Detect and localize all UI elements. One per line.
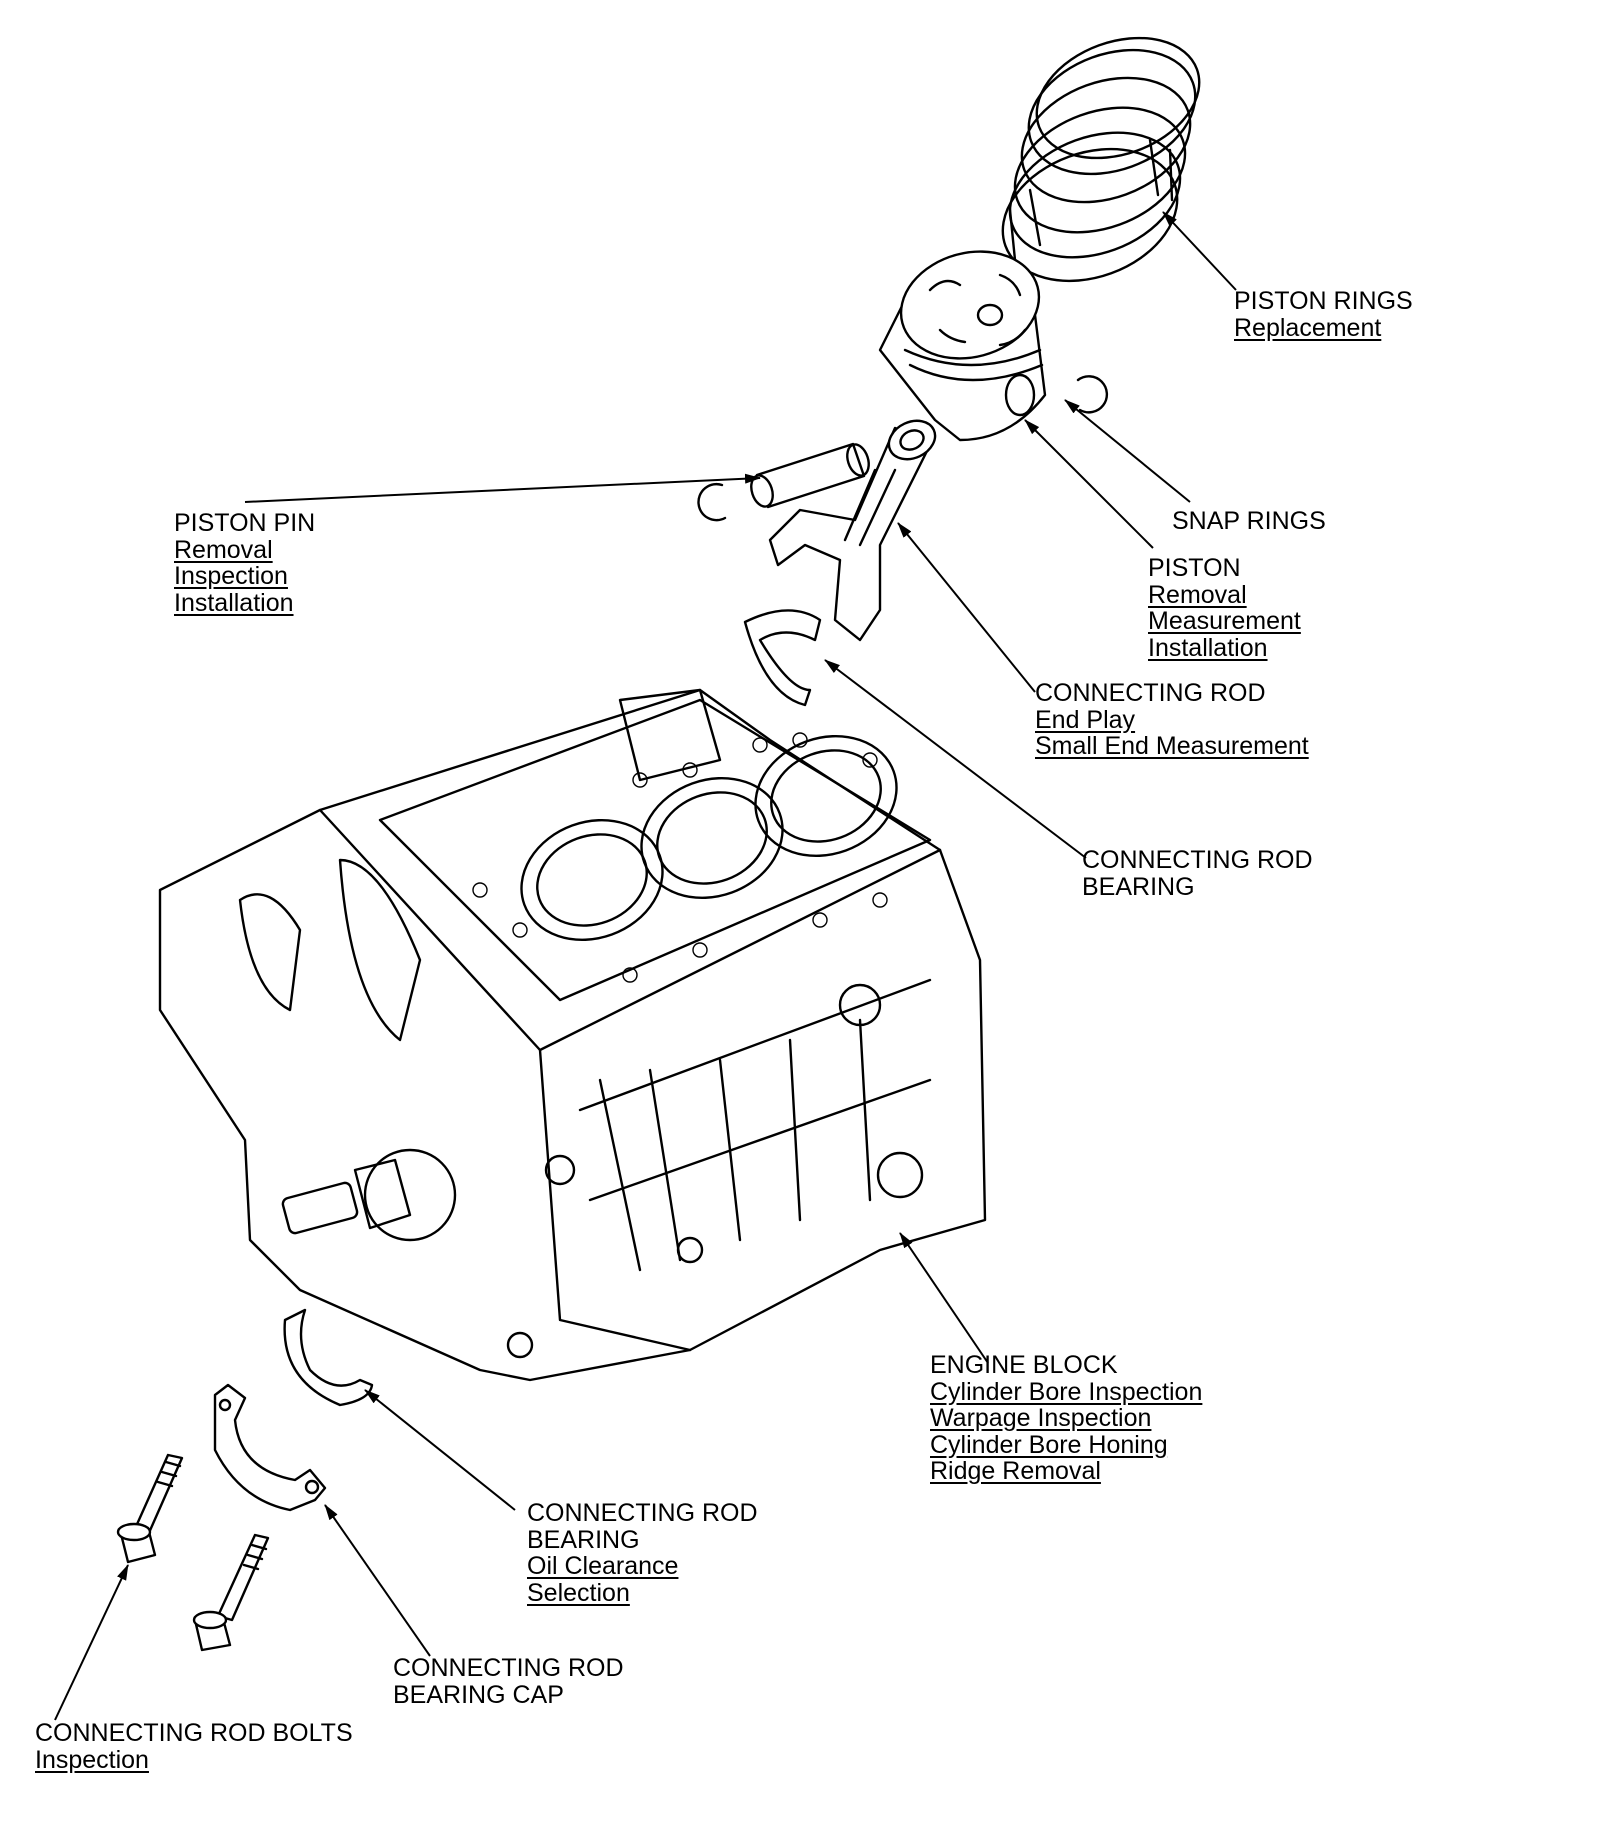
engine-block-warpage-link[interactable]: Warpage Inspection — [930, 1404, 1152, 1432]
engine-block-ridge-removal-link[interactable]: Ridge Removal — [930, 1457, 1101, 1485]
piston-pin-title: PISTON PIN — [174, 509, 316, 537]
connecting-rod-title: CONNECTING ROD — [1035, 679, 1266, 707]
callout-connecting-rod: CONNECTING ROD End Play Small End Measur… — [1035, 680, 1309, 760]
connecting-rod-bearing-cap-illustration — [213, 1383, 327, 1512]
lower-bearing-title-line-2: BEARING — [527, 1525, 640, 1554]
piston-pin-installation-link[interactable]: Installation — [174, 588, 294, 617]
callout-piston: PISTON Removal Measurement Installation — [1148, 555, 1301, 661]
connecting-rod-small-end-link[interactable]: Small End Measurement — [1035, 732, 1309, 760]
piston-rings-illustration — [1001, 36, 1201, 283]
engine-block-honing-link[interactable]: Cylinder Bore Honing — [930, 1430, 1168, 1459]
connecting-rod-bearing-lower-illustration — [283, 1308, 374, 1407]
callout-snap-rings: SNAP RINGS — [1172, 508, 1326, 535]
connecting-rod-bearing-upper-illustration — [743, 609, 822, 707]
piston-rings-title: PISTON RINGS — [1234, 287, 1413, 315]
callout-piston-rings: PISTON RINGS Replacement — [1234, 288, 1413, 341]
leader-lines — [54, 211, 1237, 1721]
piston-pin-illustration — [750, 442, 870, 509]
lower-bearing-oil-clearance-link[interactable]: Oil Clearance — [527, 1552, 679, 1580]
connecting-rod-illustration — [768, 419, 937, 642]
piston-removal-link[interactable]: Removal — [1148, 580, 1247, 609]
piston-illustration — [878, 250, 1047, 442]
connecting-rod-bolt-right-illustration — [192, 1533, 270, 1652]
piston-title: PISTON — [1148, 554, 1241, 582]
bolts-title: CONNECTING ROD BOLTS — [35, 1719, 353, 1747]
callout-piston-pin: PISTON PIN Removal Inspection Installati… — [174, 510, 315, 616]
lower-bearing-selection-link[interactable]: Selection — [527, 1578, 630, 1607]
upper-bearing-title-line-1: CONNECTING ROD — [1082, 846, 1313, 874]
piston-pin-removal-link[interactable]: Removal — [174, 535, 273, 564]
piston-installation-link[interactable]: Installation — [1148, 633, 1268, 662]
callout-connecting-rod-bearing-upper: CONNECTING ROD BEARING — [1082, 847, 1313, 900]
bearing-cap-title-line-2: BEARING CAP — [393, 1680, 564, 1709]
callout-engine-block: ENGINE BLOCK Cylinder Bore Inspection Wa… — [930, 1352, 1202, 1485]
snap-ring-left-illustration — [697, 482, 727, 522]
connecting-rod-bolt-left-illustration — [116, 1453, 184, 1564]
bolts-inspection-link[interactable]: Inspection — [35, 1745, 149, 1774]
engine-block-bore-inspection-link[interactable]: Cylinder Bore Inspection — [930, 1377, 1203, 1406]
callout-connecting-rod-bearing-lower: CONNECTING ROD BEARING Oil Clearance Sel… — [527, 1500, 758, 1606]
lower-bearing-title-line-1: CONNECTING ROD — [527, 1499, 758, 1527]
piston-pin-inspection-link[interactable]: Inspection — [174, 562, 288, 590]
engine-block-illustration — [158, 688, 987, 1382]
callout-connecting-rod-bearing-cap: CONNECTING ROD BEARING CAP — [393, 1655, 624, 1708]
snap-rings-title: SNAP RINGS — [1172, 507, 1326, 535]
piston-rings-replacement-link[interactable]: Replacement — [1234, 313, 1382, 342]
snap-ring-right-illustration — [1076, 375, 1109, 414]
callout-connecting-rod-bolts: CONNECTING ROD BOLTS Inspection — [35, 1720, 353, 1773]
upper-bearing-title-line-2: BEARING — [1082, 872, 1195, 901]
piston-measurement-link[interactable]: Measurement — [1148, 607, 1301, 635]
connecting-rod-end-play-link[interactable]: End Play — [1035, 705, 1136, 734]
engine-block-title: ENGINE BLOCK — [930, 1351, 1118, 1379]
bearing-cap-title-line-1: CONNECTING ROD — [393, 1654, 624, 1682]
